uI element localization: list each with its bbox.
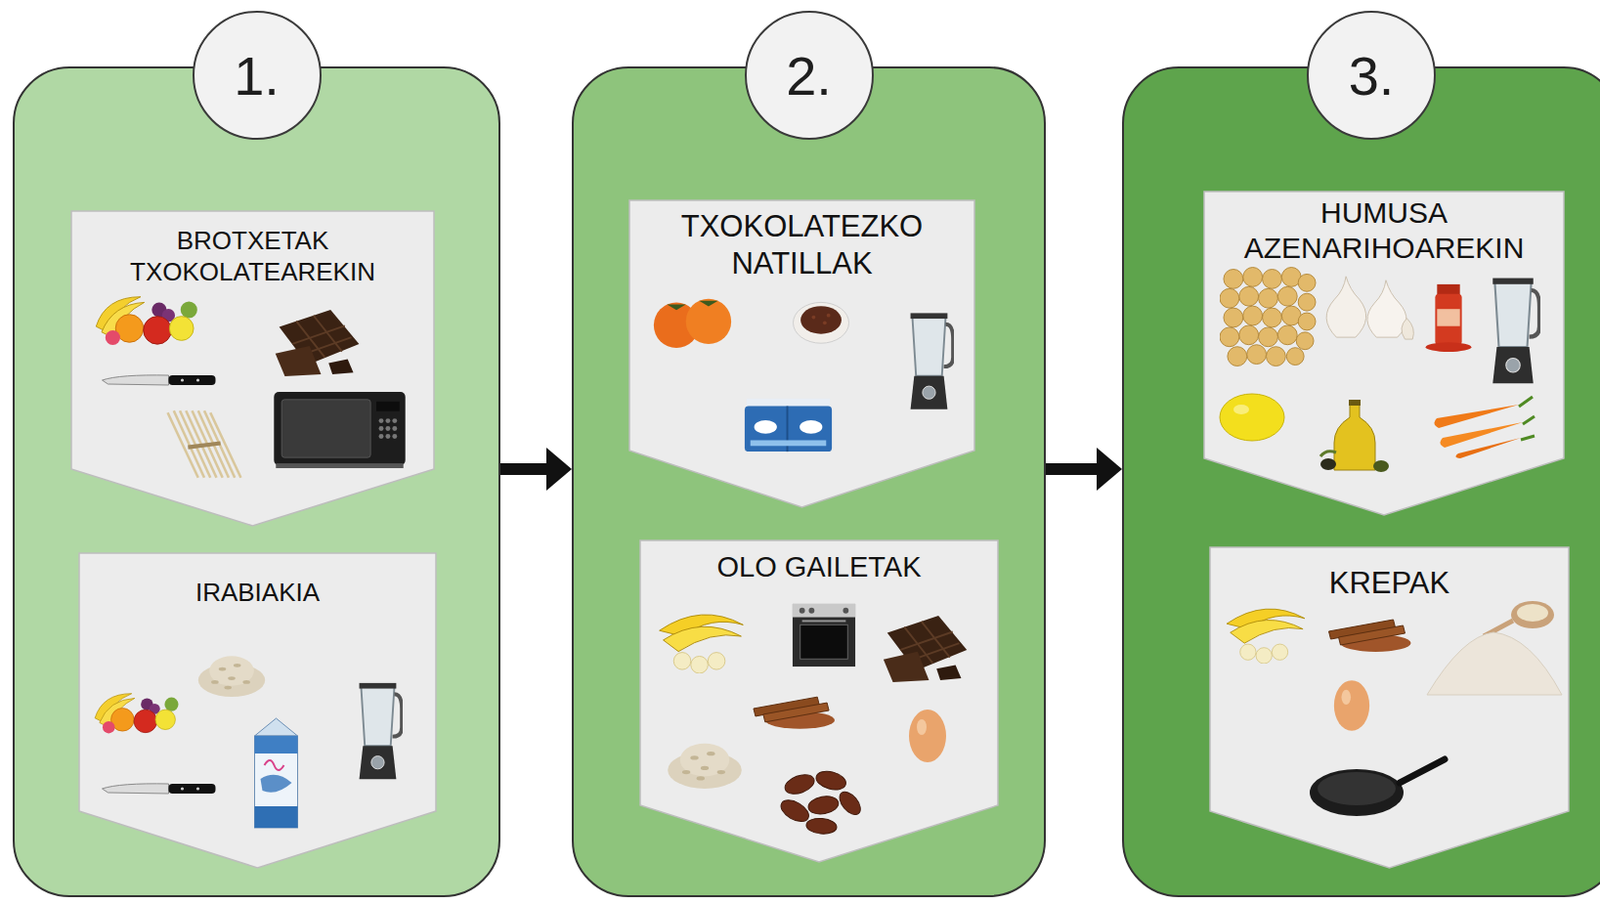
- recipe-card: HUMUSA AZENARIHOAREKIN: [1204, 191, 1564, 516]
- recipe-card: TXOKOLATEZKO NATILLAK: [629, 200, 975, 508]
- step-panel: 2.TXOKOLATEZKO NATILLAKOLO GAILETAK: [571, 66, 1046, 898]
- step-panel: 3.HUMUSA AZENARIHOAREKINKREPAK: [1122, 66, 1600, 898]
- card-shape: [640, 540, 998, 863]
- step-number: 1.: [192, 10, 322, 140]
- recipe-title: KREPAK: [1221, 564, 1557, 602]
- recipe-card: OLO GAILETAK: [640, 540, 998, 863]
- flow-arrow: [500, 463, 547, 476]
- card-outline: [1210, 547, 1569, 868]
- card-outline: [629, 200, 975, 508]
- recipe-card: IRABIAKIA: [79, 553, 436, 868]
- recipe-title: TXOKOLATEZKO NATILLAK: [641, 208, 963, 283]
- card-outline: [1204, 191, 1564, 516]
- recipe-card: BROTXETAK TXOKOLATEAREKIN: [71, 211, 434, 526]
- step-number: 2.: [744, 10, 874, 140]
- recipe-card: KREPAK: [1210, 547, 1569, 868]
- card-outline: [71, 211, 434, 526]
- card-outline: [79, 553, 436, 868]
- recipe-title: BROTXETAK TXOKOLATEAREKIN: [83, 224, 423, 288]
- recipe-title: OLO GAILETAK: [651, 550, 987, 585]
- card-outline: [640, 540, 998, 863]
- recipe-title: HUMUSA AZENARIHOAREKIN: [1215, 195, 1553, 266]
- step-number: 3.: [1306, 10, 1436, 140]
- flow-arrow: [1045, 463, 1097, 476]
- recipe-title: IRABIAKIA: [90, 576, 425, 608]
- step-panel: 1.BROTXETAK TXOKOLATEAREKINIRABIAKIA: [12, 66, 501, 898]
